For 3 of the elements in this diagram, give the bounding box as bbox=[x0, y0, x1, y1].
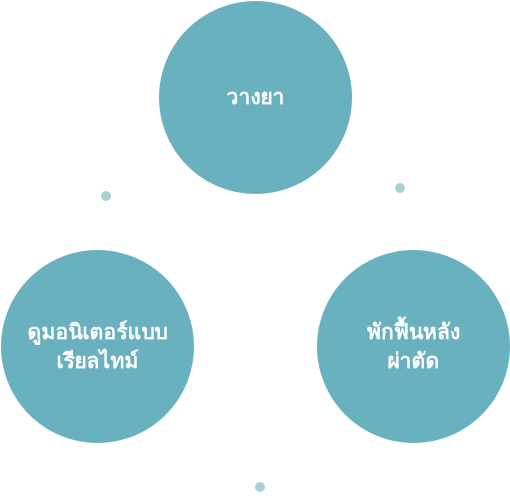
node-label: พักฟื้นหลังผ่าตัด bbox=[344, 318, 484, 375]
node-label: ดูมอนิเตอร์แบบเรียลไทม์ bbox=[28, 319, 168, 374]
node-label: วางยา bbox=[226, 84, 284, 112]
